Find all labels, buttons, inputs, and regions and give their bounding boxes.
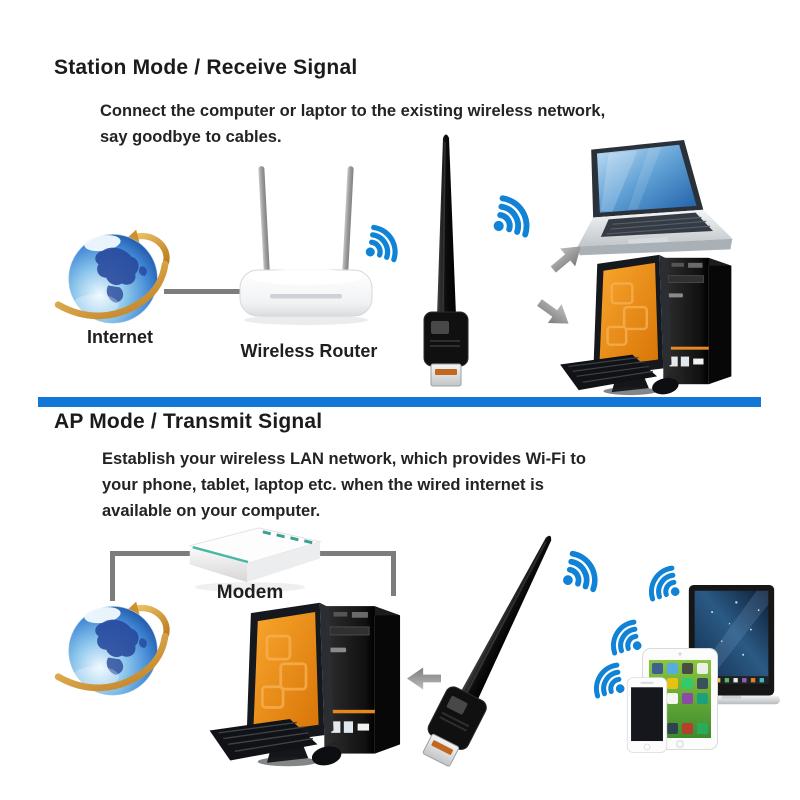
modem-illustration [187, 527, 323, 593]
wifi-signal-icon [610, 619, 642, 656]
station-description-line-2: say goodbye to cables. [100, 128, 282, 146]
wifi-signal-icon [365, 224, 398, 263]
ap-mode-heading: AP Mode / Transmit Signal [54, 410, 323, 433]
smartphone-illustration [626, 677, 668, 753]
wifi-signal-icon [593, 662, 625, 699]
ethernet-line-ap-right [391, 551, 396, 596]
wifi-signal-icon [648, 565, 680, 602]
modem-label: Modem [216, 582, 284, 603]
station-mode-heading: Station Mode / Receive Signal [54, 56, 358, 79]
ethernet-line-station [164, 289, 252, 294]
usb-wifi-adapter-illustration [423, 134, 469, 387]
internet-label: Internet [86, 327, 153, 347]
ap-description-line-3: available on your computer. [102, 502, 321, 520]
station-description-line-1: Connect the computer or laptor to the ex… [100, 102, 606, 120]
wireless-router-illustration [239, 166, 373, 325]
usb-wifi-adapter-illustration [422, 535, 552, 767]
direction-arrow-icon [407, 667, 441, 690]
ap-description-line-2: your phone, tablet, laptop etc. when the… [102, 476, 544, 494]
ethernet-line-ap-left [110, 551, 115, 601]
desktop-computer-illustration [560, 254, 732, 396]
ap-description-line-1: Establish your wireless LAN network, whi… [102, 450, 586, 468]
wifi-signal-icon [563, 550, 598, 593]
laptop-illustration [577, 139, 733, 256]
internet-globe-icon [54, 601, 170, 696]
direction-arrow-icon [537, 299, 569, 324]
wireless-router-label: Wireless Router [240, 341, 378, 361]
desktop-computer-illustration [209, 602, 401, 767]
section-divider-bar [38, 397, 761, 407]
station-mode-description: Connect the computer or laptor to the ex… [100, 98, 605, 150]
ap-mode-description: Establish your wireless LAN network, whi… [102, 446, 586, 524]
wifi-signal-icon [493, 195, 530, 238]
direction-arrow-icon [550, 246, 581, 273]
internet-globe-icon [54, 229, 170, 324]
